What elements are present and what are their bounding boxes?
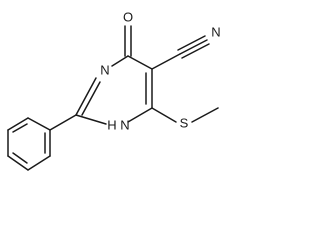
bond-phenyl-5 <box>27 155 51 171</box>
bond-n1-c2 <box>75 114 107 125</box>
bond-c2-n3-double <box>81 81 101 116</box>
pyrimidine-ring <box>75 55 153 125</box>
bond-n3-c4 <box>111 55 129 67</box>
phenyl-ring <box>7 117 51 171</box>
bond-s-methyl <box>191 107 219 123</box>
bond-c6-n1 <box>127 107 153 123</box>
atom-nitrogen-n1: N <box>120 117 129 132</box>
bond-c6-s <box>151 107 177 123</box>
bond-phenyl-1 <box>27 117 51 131</box>
atom-nitrile-nitrogen: N <box>211 24 220 39</box>
atom-oxygen: O <box>123 9 133 24</box>
atom-hydrogen-nh: H <box>107 117 116 132</box>
atom-nitrogen-n3: N <box>100 62 109 77</box>
bond-c4-c5 <box>127 55 153 70</box>
bond-cn-triple-1 <box>179 39 208 55</box>
bond-cn-triple-2 <box>177 35 206 51</box>
bond-phenyl-4 <box>7 155 29 171</box>
molecule-structure: O N N S H N <box>7 9 221 171</box>
structure-canvas: O N N S H N <box>7 9 221 171</box>
bond-c2-n3 <box>75 77 97 116</box>
bond-c5-cn <box>151 53 181 70</box>
bond-phenyl-c2 <box>49 114 77 131</box>
bond-phenyl-double-1 <box>12 123 28 133</box>
bond-phenyl-double-2 <box>12 152 28 164</box>
atom-sulfur: S <box>180 115 189 130</box>
bond-phenyl-2 <box>7 117 29 131</box>
bond-cn-triple-3 <box>181 43 210 59</box>
